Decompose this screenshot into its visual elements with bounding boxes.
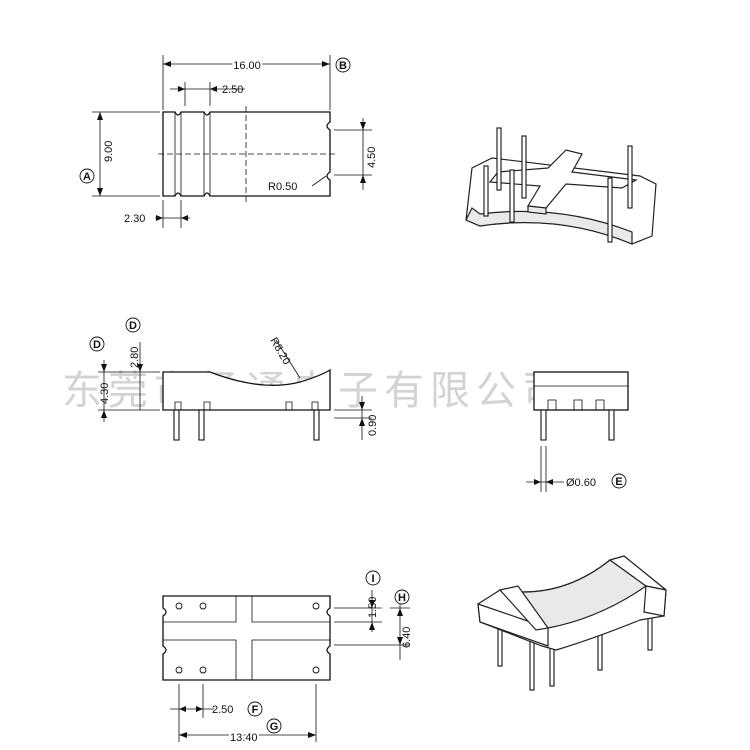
dim-slot-height-text: 1.50 xyxy=(367,597,379,618)
dim-edge-text: 2.30 xyxy=(124,213,145,225)
label-f: F xyxy=(252,704,259,716)
dim-slot-pitch-text: 2.50 xyxy=(222,84,243,96)
label-d-right: D xyxy=(129,320,137,332)
label-h: H xyxy=(398,592,406,604)
label-d-left: D xyxy=(93,339,101,351)
dim-overall-text: 13.40 xyxy=(230,732,258,744)
dim-depth-text: 2.80 xyxy=(129,347,141,368)
dim-pin-offset-text: 0.90 xyxy=(367,415,379,436)
isometric-view-top xyxy=(465,127,657,245)
dim-inner-width-text: 6.40 xyxy=(401,627,413,648)
end-view-body xyxy=(533,371,629,411)
label-b: B xyxy=(339,60,347,72)
bottom-view-body xyxy=(162,595,331,681)
dim-arc-radius-text: R8.20 xyxy=(267,336,292,367)
iso-pins-top xyxy=(483,127,633,243)
side-view-pins xyxy=(173,409,320,441)
dim-height-text: 4.30 xyxy=(99,383,111,404)
bottom-view-holes xyxy=(175,602,320,674)
dim-pin-pitch-text: 2.50 xyxy=(212,704,233,716)
top-view: 16.00 B 2.50 9.00 A 2.30 4.50 R0.50 xyxy=(79,55,378,228)
dim-radius-text: R0.50 xyxy=(268,181,297,193)
label-g: G xyxy=(270,721,279,733)
end-view-pin-right xyxy=(608,409,615,441)
end-view-pin-left xyxy=(540,409,547,441)
side-view-body xyxy=(162,368,331,411)
label-i: I xyxy=(371,573,374,585)
end-view: Ø0.60 E xyxy=(526,371,629,492)
dim-width-text: 9.00 xyxy=(103,141,115,162)
isometric-view-bottom xyxy=(477,555,667,691)
bottom-view: 1.50 I 6.40 H 2.50 F 13.40 G xyxy=(162,570,413,746)
iso-cross xyxy=(488,149,638,209)
dim-pin-diameter-text: Ø0.60 xyxy=(566,477,596,489)
label-e: E xyxy=(615,476,622,488)
label-a: A xyxy=(83,171,91,183)
dim-notch-text: 4.50 xyxy=(366,147,378,168)
dim-length-text: 16.00 xyxy=(233,60,261,72)
